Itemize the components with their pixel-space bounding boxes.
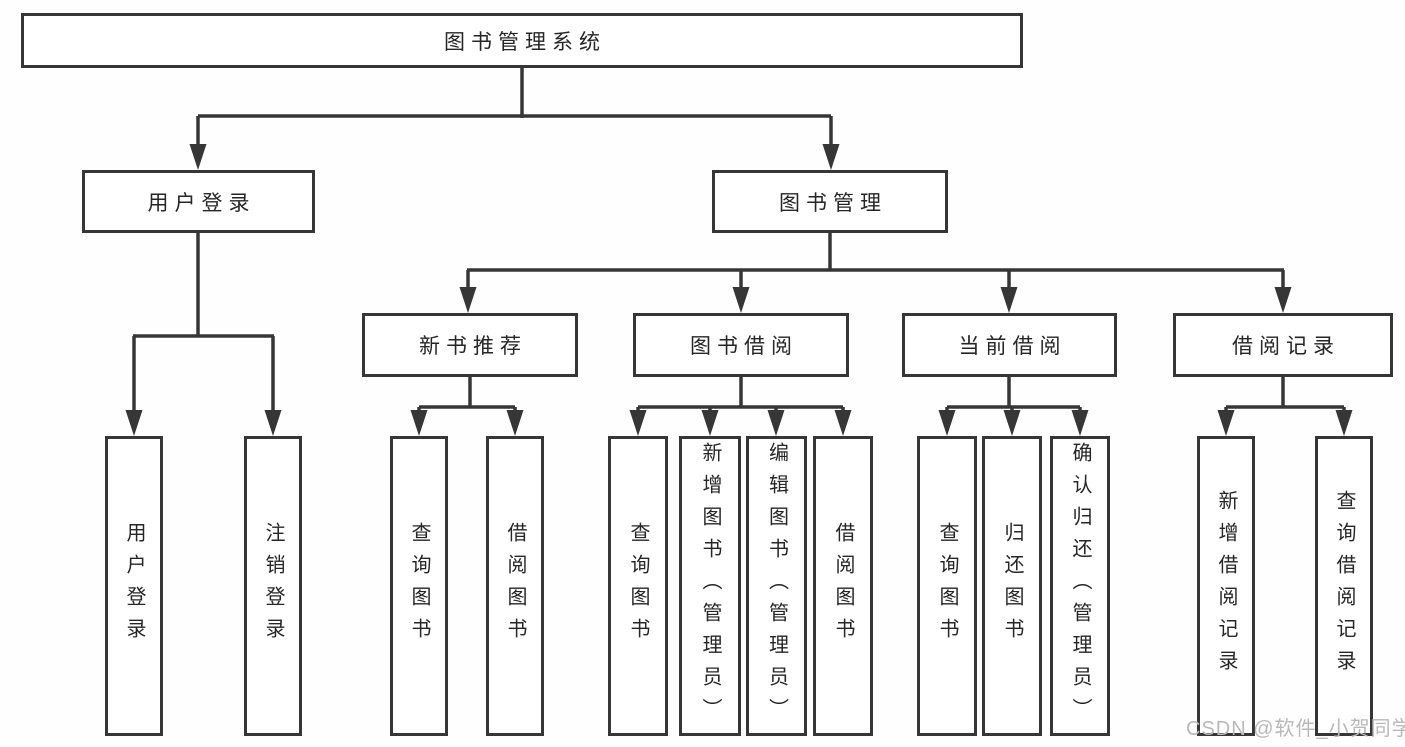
leaf-borrow-book-recommend: 借阅图书 xyxy=(486,436,544,736)
leaf-query-book-borrowing-label: 查询图书 xyxy=(627,522,649,650)
arrowhead-icon xyxy=(822,144,840,170)
leaf-query-book-borrowing: 查询图书 xyxy=(608,436,668,736)
leaf-logout: 注销登录 xyxy=(244,436,302,736)
leaf-query-book-recommend: 查询图书 xyxy=(390,436,448,736)
leaf-borrow-book-label: 借阅图书 xyxy=(832,522,854,650)
leaf-add-borrow-record-label: 新增借阅记录 xyxy=(1215,490,1237,682)
leaf-query-borrow-record: 查询借阅记录 xyxy=(1315,436,1373,736)
node-user-login: 用户登录 xyxy=(82,170,315,233)
arrowhead-icon xyxy=(1217,410,1235,436)
node-library-system: 图书管理系统 xyxy=(21,13,1023,68)
arrowhead-icon xyxy=(1003,410,1021,436)
arrowhead-icon xyxy=(701,410,719,436)
arrowhead-icon xyxy=(938,410,956,436)
leaf-return-book-label: 归还图书 xyxy=(1001,522,1023,650)
node-user-login-label: 用户登录 xyxy=(147,191,256,215)
leaf-query-book-current: 查询图书 xyxy=(917,436,977,736)
arrowhead-icon xyxy=(459,287,477,313)
leaf-confirm-return-admin-label: 确认归还（管理员） xyxy=(1069,442,1091,730)
node-borrow-records-label: 借阅记录 xyxy=(1232,335,1340,358)
arrowhead-icon xyxy=(834,410,852,436)
leaf-query-book-recommend-label: 查询图书 xyxy=(408,522,430,650)
node-new-book-recommend-label: 新书推荐 xyxy=(419,335,527,358)
node-book-management-label: 图书管理 xyxy=(779,191,887,215)
arrowhead-icon xyxy=(1071,410,1089,436)
node-current-borrowing-label: 当前借阅 xyxy=(958,335,1067,358)
arrowhead-icon xyxy=(767,410,785,436)
leaf-edit-book-admin-label: 编辑图书（管理员） xyxy=(765,442,788,730)
leaf-logout-label: 注销登录 xyxy=(262,522,284,650)
leaf-user-login: 用户登录 xyxy=(105,436,163,736)
node-library-system-label: 图书管理系统 xyxy=(444,30,606,54)
leaf-return-book: 归还图书 xyxy=(982,436,1042,736)
leaf-query-borrow-record-label: 查询借阅记录 xyxy=(1333,490,1355,682)
arrowhead-icon xyxy=(1335,410,1353,436)
arrowhead-icon xyxy=(629,410,647,436)
arrowhead-icon xyxy=(264,410,282,436)
leaf-edit-book-admin: 编辑图书（管理员） xyxy=(746,436,807,736)
node-current-borrowing: 当前借阅 xyxy=(902,313,1117,377)
arrowhead-icon xyxy=(506,410,524,436)
node-book-borrowing-label: 图书借阅 xyxy=(690,335,798,358)
leaf-confirm-return-admin: 确认归还（管理员） xyxy=(1050,436,1110,736)
node-borrow-records: 借阅记录 xyxy=(1173,313,1393,377)
leaf-add-book-admin-label: 新增图书（管理员） xyxy=(699,442,721,730)
leaf-borrow-book: 借阅图书 xyxy=(813,436,873,736)
arrowhead-icon xyxy=(732,287,750,313)
arrowhead-icon xyxy=(1274,287,1292,313)
node-book-management: 图书管理 xyxy=(712,170,948,233)
leaf-query-book-current-label: 查询图书 xyxy=(936,522,958,650)
leaf-borrow-book-recommend-label: 借阅图书 xyxy=(504,522,526,650)
arrowhead-icon xyxy=(410,410,428,436)
arrowhead-icon xyxy=(125,410,143,436)
csdn-watermark: CSDN @软件_小贺同学 xyxy=(1186,718,1405,740)
leaf-add-book-admin: 新增图书（管理员） xyxy=(679,436,741,736)
leaf-add-borrow-record: 新增借阅记录 xyxy=(1197,436,1255,736)
node-new-book-recommend: 新书推荐 xyxy=(362,313,578,377)
arrowhead-icon xyxy=(189,144,207,170)
leaf-user-login-label: 用户登录 xyxy=(123,522,145,650)
node-book-borrowing: 图书借阅 xyxy=(633,313,849,377)
arrowhead-icon xyxy=(1000,287,1018,313)
